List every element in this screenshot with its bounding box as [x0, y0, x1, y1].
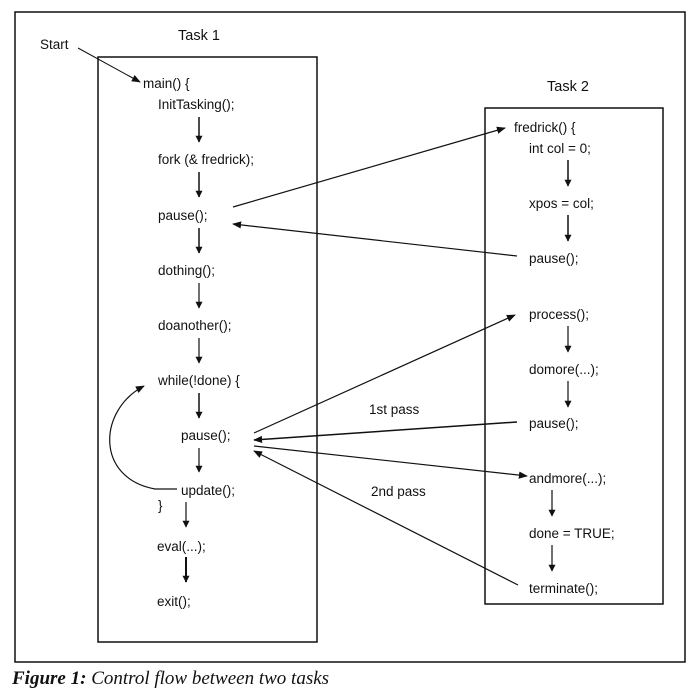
task2-title: Task 2: [547, 79, 589, 95]
task1-title: Task 1: [178, 28, 220, 44]
task1-line: while(!done) {: [158, 373, 240, 388]
switch-arrow-loop-pause-to-process: [253, 314, 516, 434]
task2-line: process();: [529, 307, 590, 322]
task1-line: dothing();: [158, 263, 216, 278]
task2-line: xpos = col;: [529, 196, 594, 211]
task2-line: andmore(...);: [529, 471, 607, 486]
task1-line: fork (& fredrick);: [158, 152, 255, 167]
task2-line: pause();: [529, 416, 579, 431]
loop-back-arc: [109, 385, 177, 490]
task1-line: }: [158, 498, 163, 513]
task2-box: [484, 107, 664, 605]
task1-line: eval(...);: [157, 539, 206, 554]
start-label: Start: [40, 37, 69, 52]
task1-box: [97, 56, 318, 643]
task1-line: pause();: [158, 208, 208, 223]
figure-caption-text: Control flow between two tasks: [91, 668, 330, 689]
task1-line: main() {: [143, 76, 190, 91]
task2-line: pause();: [529, 251, 579, 266]
switch-arrow-1st-pass-return: [253, 421, 518, 444]
switch-arrow-t2pause-to-t1pause: [232, 221, 518, 257]
second-pass-label: 2nd pass: [371, 484, 426, 499]
task1-line: pause();: [181, 428, 231, 443]
task2-line: done = TRUE;: [529, 526, 615, 541]
start-arrow: [77, 47, 141, 83]
switch-arrow-pause-to-fredrick: [232, 126, 506, 208]
task2-line: domore(...);: [529, 362, 599, 377]
switch-arrow-to-andmore: [253, 445, 528, 479]
task2-line: fredrick() {: [514, 120, 576, 135]
first-pass-label: 1st pass: [369, 402, 420, 417]
task1-line: doanother();: [158, 318, 232, 333]
figure-caption: Figure 1: Control flow between two tasks: [12, 668, 329, 690]
task1-line: InitTasking();: [158, 97, 235, 112]
task2-line: terminate();: [529, 581, 599, 596]
figure-number: Figure 1:: [12, 668, 87, 689]
switch-arrow-2nd-pass-return: [253, 450, 519, 586]
outer-frame: [14, 11, 686, 663]
task1-line: update();: [181, 483, 236, 498]
task1-line: exit();: [157, 594, 191, 609]
task2-line: int col = 0;: [529, 141, 591, 156]
